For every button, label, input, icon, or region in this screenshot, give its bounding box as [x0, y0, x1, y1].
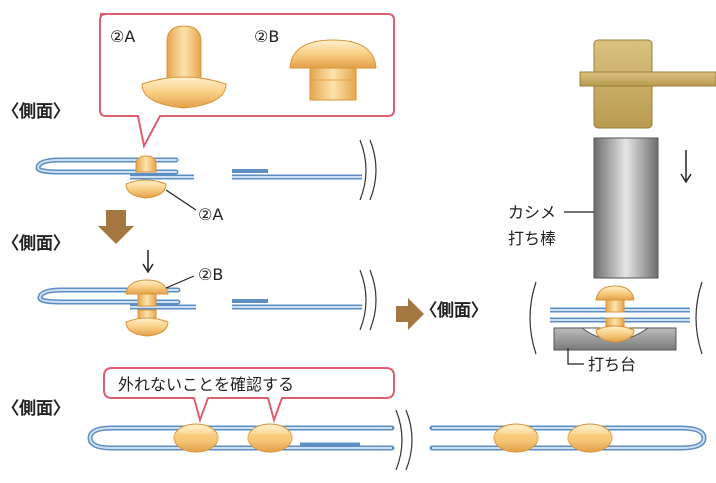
- hammer-icon: [579, 39, 716, 129]
- strap-row-2: ②B: [37, 265, 377, 337]
- insert-arrow-icon: [142, 250, 154, 274]
- right-arrow-icon: [396, 298, 424, 330]
- down-arrow-icon: [98, 210, 134, 244]
- part-2a-label: ②A: [110, 27, 135, 46]
- strap-row-1: ②A: [35, 139, 377, 224]
- part-2a-pointer-label: ②A: [198, 205, 223, 224]
- rivet-2b-icon: [289, 39, 377, 101]
- uchidai-leader: [567, 348, 584, 365]
- side-view-label-1: 〈側面〉: [2, 101, 70, 122]
- kashime-punch-icon: [593, 137, 659, 279]
- side-view-label-2: 〈側面〉: [2, 233, 70, 254]
- finished-rivet: [567, 423, 613, 453]
- side-view-label-3: 〈側面〉: [420, 300, 488, 321]
- side-view-label-4: 〈側面〉: [2, 398, 70, 419]
- confirm-note-bubble: 外れないことを確認する: [103, 367, 395, 424]
- part-2b-pointer-label: ②B: [198, 265, 223, 284]
- strap-row-4: [87, 409, 707, 471]
- strike-arrow-icon: [680, 150, 692, 184]
- finished-rivet: [247, 423, 293, 453]
- part-2b-label: ②B: [254, 27, 279, 46]
- uchidai-label: 打ち台: [588, 355, 636, 374]
- strap-row-3: [529, 281, 703, 355]
- parts-callout: ②A ②B: [99, 13, 395, 149]
- kashime-label-line1: カシメ: [508, 203, 556, 222]
- finished-rivet: [173, 423, 219, 453]
- kashime-label-line2: 打ち棒: [508, 229, 556, 248]
- rivet-2a-icon: [141, 25, 227, 109]
- finished-rivet: [493, 423, 539, 453]
- confirm-note-text: 外れないことを確認する: [118, 375, 294, 394]
